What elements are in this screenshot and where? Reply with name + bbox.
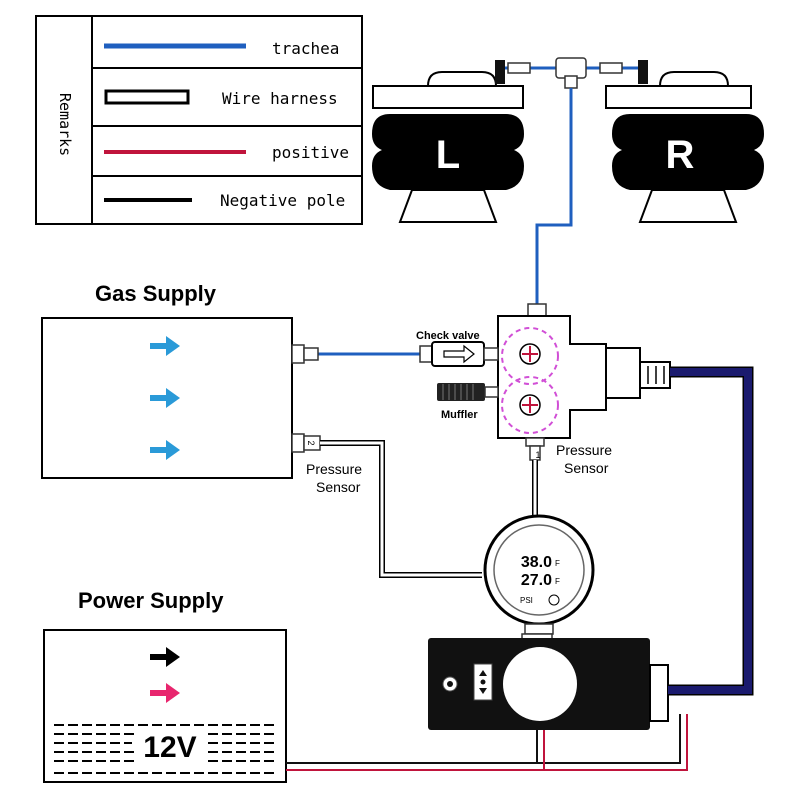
gauge-button-icon[interactable] bbox=[548, 594, 560, 606]
port-1-label: 1 bbox=[535, 450, 540, 460]
port-2-label: 2 bbox=[306, 440, 316, 445]
valve-block: 1 bbox=[497, 303, 641, 461]
gas-supply-title: Gas Supply bbox=[95, 281, 217, 306]
legend: Remarks trachea Wire harness positive Ne… bbox=[35, 15, 363, 225]
pressure-sensor-left-line1: Pressure bbox=[306, 461, 362, 477]
control-box-port bbox=[649, 664, 669, 722]
trachea-lines bbox=[318, 88, 573, 356]
air-bag-left: L bbox=[372, 71, 524, 223]
check-valve-label: Check valve bbox=[416, 330, 480, 342]
check-valve bbox=[419, 341, 499, 367]
pressure-sensor-right-line2: Sensor bbox=[564, 460, 609, 476]
pressure-sensor-left-label: Pressure Sensor bbox=[306, 461, 366, 495]
tee-fitting bbox=[495, 57, 648, 89]
supply-pressure-sensor: 2 bbox=[291, 433, 321, 453]
gas-flow-arrows bbox=[150, 336, 180, 460]
muffler bbox=[437, 383, 499, 401]
controller-harness bbox=[668, 366, 754, 696]
negative-arrow-icon bbox=[150, 647, 180, 667]
gauge-reading-1: 38.0 bbox=[521, 554, 552, 571]
legend-trachea-label: trachea bbox=[272, 39, 339, 58]
air-bag-left-letter: L bbox=[436, 133, 460, 177]
pressure-sensor-left-line2: Sensor bbox=[316, 479, 361, 495]
legend-harness-label: Wire harness bbox=[222, 89, 338, 108]
muffler-label: Muffler bbox=[441, 409, 478, 421]
negative-wire bbox=[286, 714, 681, 764]
power-supply-title: Power Supply bbox=[78, 588, 224, 613]
valve-plug bbox=[639, 361, 671, 389]
gauge-unit-2: F bbox=[555, 577, 560, 586]
air-bag-right: R bbox=[605, 71, 764, 223]
pressure-sensor-right-line1: Pressure bbox=[556, 442, 612, 458]
positive-arrow-icon bbox=[150, 683, 180, 703]
control-box bbox=[428, 633, 669, 730]
gauge-caption: PSI bbox=[520, 596, 533, 605]
air-bag-right-letter: R bbox=[666, 133, 695, 177]
rocker-up-icon bbox=[479, 670, 487, 676]
gas-arrow-icon-3 bbox=[150, 440, 180, 460]
trachea-line-bags bbox=[535, 88, 573, 305]
legend-negative-label: Negative pole bbox=[220, 191, 345, 210]
supply-outlet-fitting bbox=[291, 344, 319, 364]
positive-wire bbox=[286, 714, 688, 771]
valve-connector bbox=[605, 347, 641, 399]
legend-positive-label: positive bbox=[272, 143, 349, 162]
gas-arrow-icon-1 bbox=[150, 336, 180, 356]
legend-harness-swatch bbox=[104, 89, 190, 105]
legend-frame bbox=[35, 15, 363, 225]
pressure-sensor-right-label: Pressure Sensor bbox=[556, 442, 616, 476]
rocker-down-icon bbox=[479, 688, 487, 694]
gauge-reading-2: 27.0 bbox=[521, 572, 552, 589]
battery-lines bbox=[54, 724, 278, 774]
gas-arrow-icon-2 bbox=[150, 388, 180, 408]
pressure-gauge: 38.0 F 27.0 F PSI bbox=[483, 514, 595, 635]
power-voltage: 12V bbox=[143, 731, 196, 764]
gauge-unit-1: F bbox=[555, 559, 560, 568]
legend-heading: Remarks bbox=[56, 93, 74, 156]
